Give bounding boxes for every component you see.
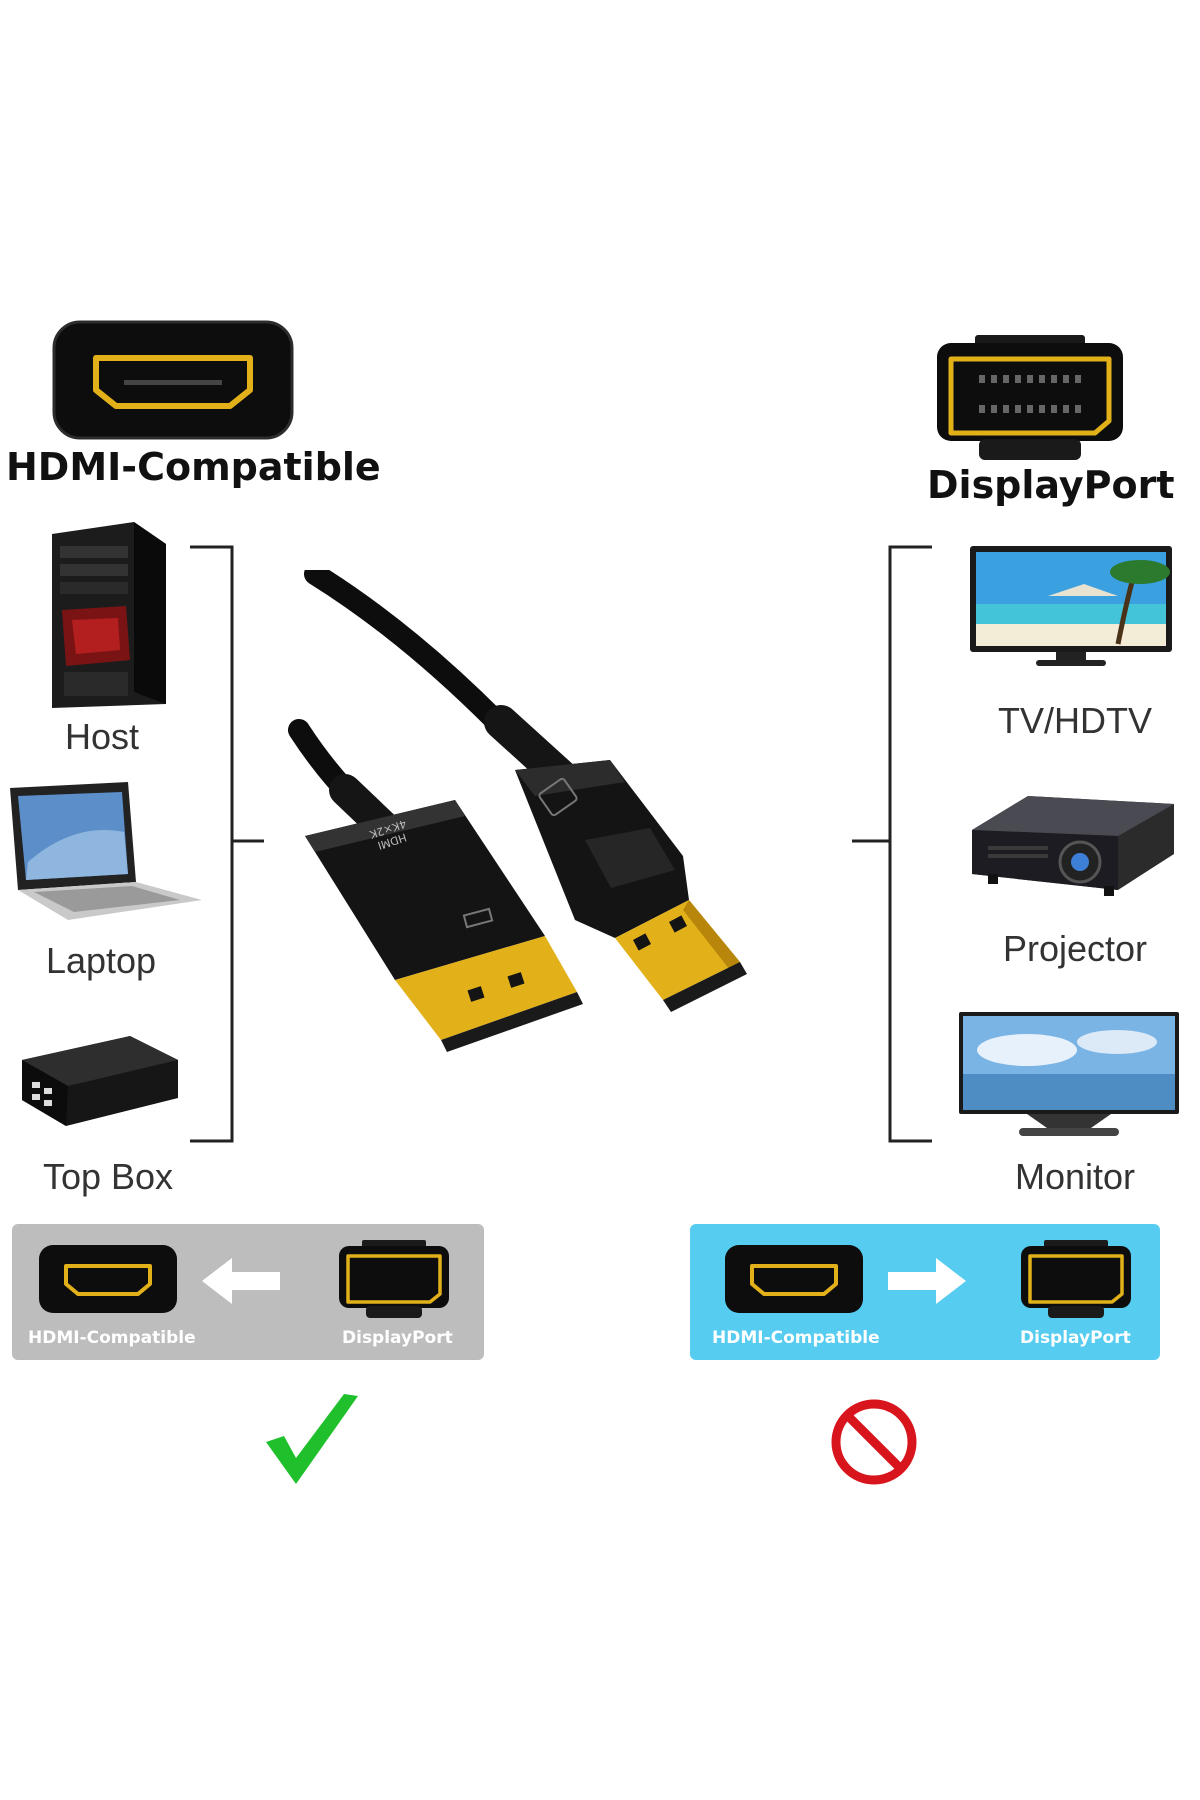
device-label-laptop: Laptop: [45, 940, 157, 981]
tv-icon: [970, 546, 1172, 666]
monitor-icon: [959, 1012, 1179, 1136]
projector-icon: [972, 796, 1174, 896]
hdmi-title: HDMI-Compatible: [6, 445, 381, 489]
device-label-top-box: Top Box: [42, 1156, 174, 1197]
arrow-right-icon: [888, 1258, 966, 1304]
set-top-box-icon: [22, 1036, 178, 1126]
panel-unsupported-left-label: HDMI-Compatible: [712, 1328, 880, 1348]
laptop-icon: [10, 782, 202, 920]
panel-supported-hdmi-icon: [39, 1245, 177, 1313]
hdmi-to-displayport-cable: [288, 570, 747, 1052]
check-icon: [266, 1394, 358, 1484]
device-label-host: Host: [64, 716, 140, 757]
device-label-monitor: Monitor: [1014, 1156, 1136, 1197]
panel-unsupported-right-label: DisplayPort: [1020, 1328, 1131, 1348]
panel-supported-right-label: DisplayPort: [342, 1328, 453, 1348]
left-device-bracket: [190, 545, 264, 1143]
panel-supported-left-label: HDMI-Compatible: [28, 1328, 196, 1348]
prohibited-icon: [831, 1399, 917, 1485]
displayport-port-icon: [937, 335, 1123, 460]
hdmi-port-icon: [52, 320, 294, 440]
panel-supported: HDMI-Compatible DisplayPort: [12, 1224, 484, 1360]
right-device-bracket: [852, 545, 932, 1143]
pc-tower-icon: [52, 522, 166, 708]
device-label-projector: Projector: [1002, 928, 1148, 969]
arrow-left-icon: [202, 1258, 280, 1304]
displayport-title: DisplayPort: [927, 463, 1175, 507]
device-label-tv: TV/HDTV: [997, 700, 1152, 741]
panel-unsupported-hdmi-icon: [725, 1245, 863, 1313]
panel-unsupported: HDMI-Compatible DisplayPort: [690, 1224, 1160, 1360]
panel-unsupported-dp-icon: [1021, 1240, 1131, 1318]
panel-supported-dp-icon: [339, 1240, 449, 1318]
